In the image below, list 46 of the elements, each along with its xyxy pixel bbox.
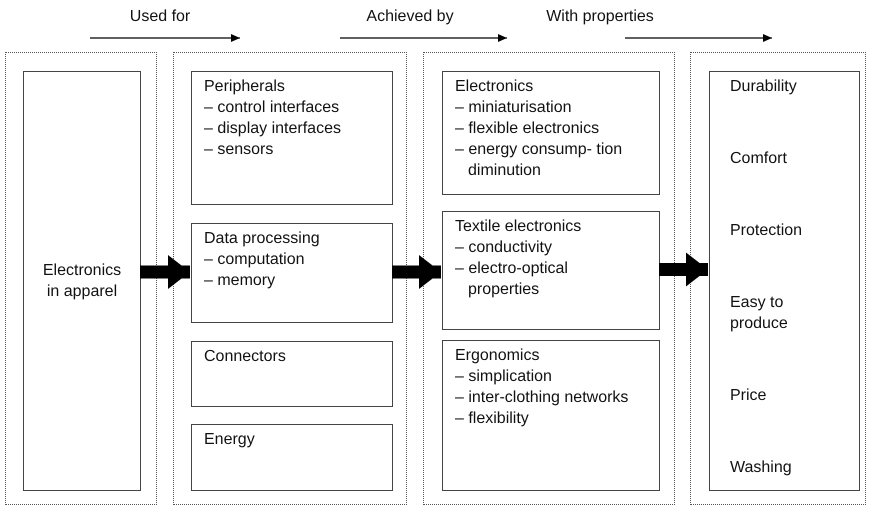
text-box (709, 71, 860, 491)
box-heading: Electronics (455, 77, 534, 97)
property-text: Comfort (730, 149, 787, 169)
list-item: – simplication (455, 367, 553, 387)
property-text: Washing (730, 458, 792, 478)
box-heading: Connectors (204, 347, 287, 367)
box-heading: Peripherals (204, 77, 286, 97)
list-item: – control interfaces (204, 98, 340, 118)
box-heading: Ergonomics (455, 346, 540, 366)
list-item: – sensors (204, 140, 274, 160)
column-heading: Achieved by (366, 7, 454, 27)
column-heading: Used for (130, 7, 190, 27)
box-heading: Electronics in apparel (42, 261, 122, 302)
list-item: – flexibility (455, 409, 530, 429)
list-item: – energy consump- tion diminution (455, 140, 624, 181)
text-box (442, 340, 660, 491)
list-item: – flexible electronics (455, 119, 600, 139)
column-heading: With properties (546, 7, 654, 27)
block-arrow (140, 255, 190, 289)
box-heading: Energy (204, 430, 256, 450)
group-panel (690, 52, 866, 505)
text-box (191, 223, 393, 323)
block-arrow (659, 252, 708, 286)
text-box (442, 71, 660, 195)
text-box (23, 71, 141, 491)
box-heading: Textile electronics (455, 217, 582, 237)
list-item: – computation (204, 250, 306, 270)
property-text: Price (730, 386, 766, 406)
box-heading: Data processing (204, 229, 321, 249)
group-panel (5, 52, 157, 505)
group-panel (423, 52, 675, 505)
list-item: – miniaturisation (455, 98, 572, 118)
text-box (191, 424, 393, 491)
list-item: – conductivity (455, 238, 553, 258)
list-item: – inter-clothing networks (455, 388, 629, 408)
text-box (191, 341, 393, 407)
list-item: – memory (204, 271, 276, 291)
list-item: – display interfaces (204, 119, 342, 139)
text-box (191, 71, 393, 205)
group-panel (173, 52, 407, 505)
property-text: Protection (730, 221, 802, 241)
text-box (442, 211, 660, 330)
block-arrow (392, 255, 441, 289)
property-text: Durability (730, 77, 797, 97)
property-text: Easy to produce (730, 293, 789, 334)
list-item: – electro-optical properties (455, 259, 569, 300)
